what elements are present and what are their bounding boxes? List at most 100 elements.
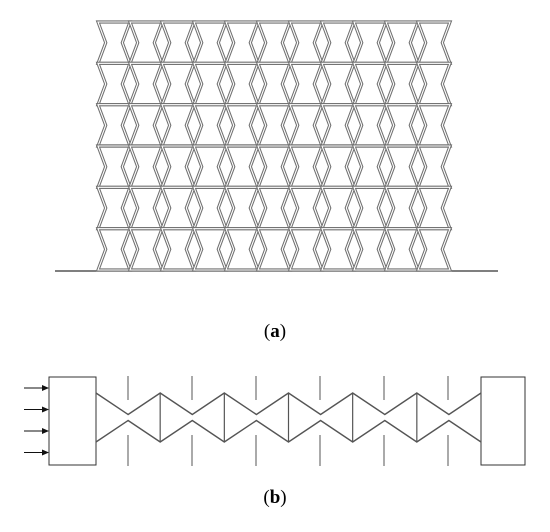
strut-outer	[287, 20, 325, 65]
strut-inner	[321, 186, 355, 230]
strut-inner	[289, 186, 323, 230]
strut-outer	[159, 185, 197, 231]
strut-inner	[321, 145, 355, 188]
strut-inner	[321, 228, 355, 271]
strut-outer	[95, 227, 133, 272]
strut-inner	[289, 145, 323, 188]
support-block	[480, 376, 526, 466]
strut-outer	[319, 61, 357, 107]
strut-inner	[161, 145, 195, 188]
strut-outer	[319, 103, 357, 148]
strut-outer	[351, 20, 389, 65]
strut-inner	[257, 21, 291, 64]
strut-outer	[159, 227, 197, 272]
strut-inner	[225, 228, 259, 271]
strut-outer	[415, 61, 453, 107]
strut-outer	[223, 227, 261, 272]
caption-b: (b)	[263, 487, 287, 508]
strut-inner	[193, 186, 227, 230]
strut-inner	[225, 145, 259, 188]
strut-inner	[353, 104, 387, 147]
strut-inner	[193, 62, 227, 106]
strut-inner	[193, 228, 227, 271]
strut-outer	[223, 144, 261, 189]
strut-outer	[255, 227, 293, 272]
strut-outer	[287, 103, 325, 148]
strut-inner	[417, 145, 451, 188]
strut-inner	[385, 228, 419, 271]
strut-outer	[383, 61, 421, 107]
strut-outer	[383, 103, 421, 148]
strut-outer	[95, 20, 133, 65]
strut-inner	[289, 62, 323, 106]
strut-inner	[353, 21, 387, 64]
strut-inner	[129, 186, 163, 230]
caption-a: (a)	[263, 321, 287, 342]
strut-inner	[385, 186, 419, 230]
strut-outer	[255, 144, 293, 189]
strut-inner	[417, 104, 451, 147]
strut-inner	[97, 186, 131, 230]
lattice-struts	[95, 20, 453, 272]
strut-outer	[159, 20, 197, 65]
strut-inner	[385, 21, 419, 64]
strut-outer	[415, 185, 453, 231]
strut-outer	[255, 61, 293, 107]
strut-outer	[351, 61, 389, 107]
strut-inner	[129, 145, 163, 188]
strut-outer	[191, 103, 229, 148]
strut-outer	[127, 61, 165, 107]
strut-inner	[257, 145, 291, 188]
strut-outer	[415, 20, 453, 65]
strut-outer	[287, 227, 325, 272]
strut-inner	[289, 104, 323, 147]
strut-outer	[159, 103, 197, 148]
strut-outer	[287, 144, 325, 189]
strut-outer	[319, 185, 357, 231]
strut-inner	[257, 62, 291, 106]
loading-block	[48, 376, 97, 466]
strut-inner	[161, 104, 195, 147]
strut-inner	[257, 228, 291, 271]
strut-outer	[191, 227, 229, 272]
strut-inner	[225, 186, 259, 230]
strut-outer	[191, 20, 229, 65]
strut-outer	[95, 61, 133, 107]
strut-outer	[255, 185, 293, 231]
strut-outer	[415, 227, 453, 272]
strut-outer	[127, 227, 165, 272]
single-strip-panel	[24, 376, 526, 466]
strut-inner	[129, 228, 163, 271]
strut-inner	[417, 186, 451, 230]
strut-inner	[225, 104, 259, 147]
strut-outer	[159, 144, 197, 189]
strut-inner	[161, 62, 195, 106]
strut-outer	[383, 144, 421, 189]
strut-inner	[417, 228, 451, 271]
strut-outer	[351, 103, 389, 148]
strut-inner	[97, 228, 131, 271]
strut-inner	[193, 145, 227, 188]
strut-outer	[319, 20, 357, 65]
strut-inner	[225, 62, 259, 106]
strut-inner	[417, 62, 451, 106]
strut-outer	[127, 20, 165, 65]
strut-inner	[321, 21, 355, 64]
strut-outer	[223, 20, 261, 65]
strut-outer	[351, 227, 389, 272]
strut-inner	[97, 145, 131, 188]
strut-inner	[289, 228, 323, 271]
strut-inner	[129, 21, 163, 64]
strut-outer	[255, 103, 293, 148]
strut-outer	[95, 185, 133, 231]
strut-inner	[289, 21, 323, 64]
strut-inner	[321, 62, 355, 106]
strut-outer	[319, 144, 357, 189]
strut-outer	[191, 61, 229, 107]
strut-inner	[193, 21, 227, 64]
strut-outer	[127, 144, 165, 189]
strut-outer	[415, 144, 453, 189]
auxetic-lattice-panel	[55, 20, 498, 272]
strut-outer	[191, 185, 229, 231]
